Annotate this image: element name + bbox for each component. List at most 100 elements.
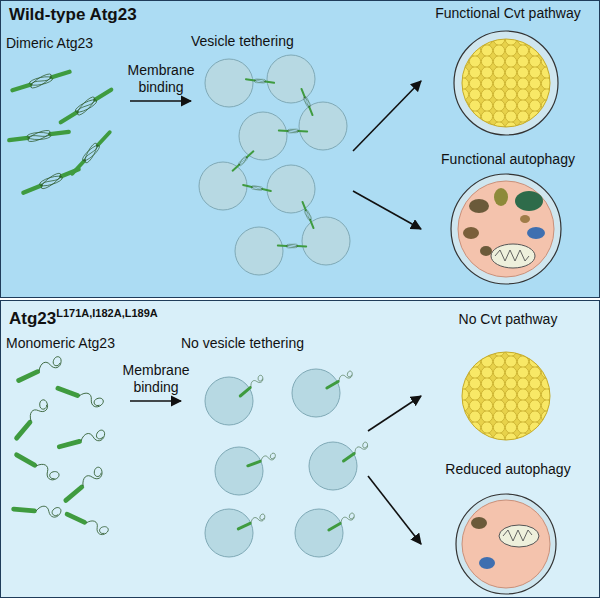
- drawing-part: [462, 352, 550, 440]
- drawing-part: [16, 356, 63, 385]
- drawing-part: [325, 370, 354, 390]
- drawing-part: [205, 59, 253, 107]
- arrow-connector: [353, 81, 421, 151]
- drawing-part: [479, 557, 495, 569]
- cvt-vacuole: [454, 31, 558, 135]
- group-heading: Vesicle tethering: [191, 33, 353, 50]
- drawing-part: [14, 450, 60, 482]
- drawing-part: [451, 174, 561, 284]
- arrow-connector: [368, 476, 421, 544]
- drawing-part: [205, 377, 253, 425]
- drawing-part: [462, 500, 550, 588]
- group-box: Monomeric Atg23: [6, 335, 130, 535]
- group-box: No vesicle tethering: [181, 335, 368, 563]
- drawing-part: [527, 227, 545, 239]
- title-text: Atg23: [9, 309, 56, 328]
- title-text: Wild-type Atg23: [9, 5, 137, 24]
- drawing-part: [296, 89, 317, 115]
- drawing-part: [456, 494, 556, 594]
- drawing-part: [267, 55, 315, 103]
- drawing-part: [56, 383, 104, 409]
- drawing-part: [232, 148, 253, 174]
- single-vesicles: [205, 369, 357, 557]
- drawing-part: [471, 517, 487, 529]
- autophagy-vacuole: [451, 174, 561, 284]
- monomer-group: [12, 356, 109, 537]
- drawing-part: [246, 77, 274, 86]
- drawing-part: [499, 525, 539, 547]
- drawing-part: [302, 217, 350, 265]
- group-heading: Reduced autophagy: [421, 461, 595, 478]
- drawing-part: [327, 512, 356, 532]
- group-heading: No Cvt pathway: [421, 311, 595, 328]
- drawing-part: [12, 60, 70, 102]
- arrow-connector: [368, 396, 421, 431]
- group-box: Functional autophagy: [421, 151, 595, 291]
- drawing-part: [279, 125, 307, 136]
- drawing-part: [237, 513, 266, 531]
- group-heading: Functional Cvt pathway: [421, 5, 595, 22]
- drawing-part: [215, 447, 263, 495]
- drawing-part: [299, 102, 347, 150]
- drawing-part: [342, 441, 370, 463]
- drawing-part: [458, 181, 554, 277]
- drawing-part: [463, 227, 479, 239]
- cytoplasmic-aggregate: [462, 352, 550, 440]
- drawing-part: [247, 452, 277, 468]
- drawing-part: [292, 369, 340, 417]
- drawing-part: [199, 162, 247, 210]
- group-heading: Dimeric Atg23: [6, 35, 130, 52]
- arrow-connector: [353, 191, 421, 229]
- panel-title: Wild-type Atg23: [9, 5, 137, 25]
- drawing-part: [495, 250, 529, 261]
- reduced-autophagy-vacuole: [456, 494, 556, 594]
- drawing-part: [295, 509, 343, 557]
- drawing-part: [515, 191, 543, 211]
- drawing-part: [480, 246, 492, 256]
- dimer-group: [9, 60, 112, 203]
- drawing-part: [494, 188, 508, 206]
- drawing-part: [462, 39, 550, 127]
- edge-label: Membrane binding: [121, 62, 201, 96]
- group-heading: Monomeric Atg23: [6, 335, 130, 352]
- group-box: Dimeric Atg23: [6, 35, 130, 197]
- panel: Atg23L171A,I182A,L189A Monomeric Atg23 No …: [0, 300, 600, 598]
- drawing-part: [23, 158, 79, 203]
- drawing-part: [267, 165, 315, 213]
- vesicle-cluster: [199, 55, 350, 275]
- tethering-dimers: [232, 77, 318, 252]
- drawing-part: [235, 227, 283, 275]
- drawing-part: [65, 509, 109, 536]
- drawing-part: [243, 185, 271, 192]
- panel-title: Atg23L171A,I182A,L189A: [9, 307, 158, 329]
- drawing-part: [309, 442, 357, 490]
- drawing-part: [12, 398, 50, 441]
- drawing-part: [205, 509, 253, 557]
- drawing-part: [13, 504, 61, 518]
- group-box: Reduced autophagy: [421, 461, 595, 597]
- group-box: No Cvt pathway: [421, 311, 595, 451]
- drawing-part: [62, 466, 105, 504]
- drawing-part: [9, 119, 69, 152]
- drawing-part: [239, 112, 287, 160]
- arrow-connector: [130, 100, 191, 102]
- title-text: L171A,I182A,L189A: [56, 307, 158, 319]
- group-box: Vesicle tethering: [191, 33, 353, 291]
- arrow-connector: [130, 400, 181, 402]
- drawing-part: [469, 199, 489, 213]
- drawing-part: [278, 240, 306, 251]
- drawing-part: [454, 31, 558, 135]
- edge-label: Membrane binding: [116, 362, 196, 396]
- drawing-part: [503, 530, 532, 541]
- group-heading: Functional autophagy: [421, 151, 595, 168]
- drawing-part: [491, 244, 535, 268]
- drawing-part: [238, 374, 265, 398]
- group-heading: No vesicle tethering: [181, 335, 368, 352]
- drawing-part: [520, 215, 530, 223]
- panel: Wild-type Atg23Dimeric Atg23 Vesicle teth…: [0, 0, 600, 298]
- drawing-part: [58, 429, 106, 451]
- bound-monomers: [237, 370, 370, 532]
- drawing-part: [60, 80, 111, 131]
- group-box: Functional Cvt pathway: [421, 5, 595, 137]
- drawing-part: [297, 202, 318, 228]
